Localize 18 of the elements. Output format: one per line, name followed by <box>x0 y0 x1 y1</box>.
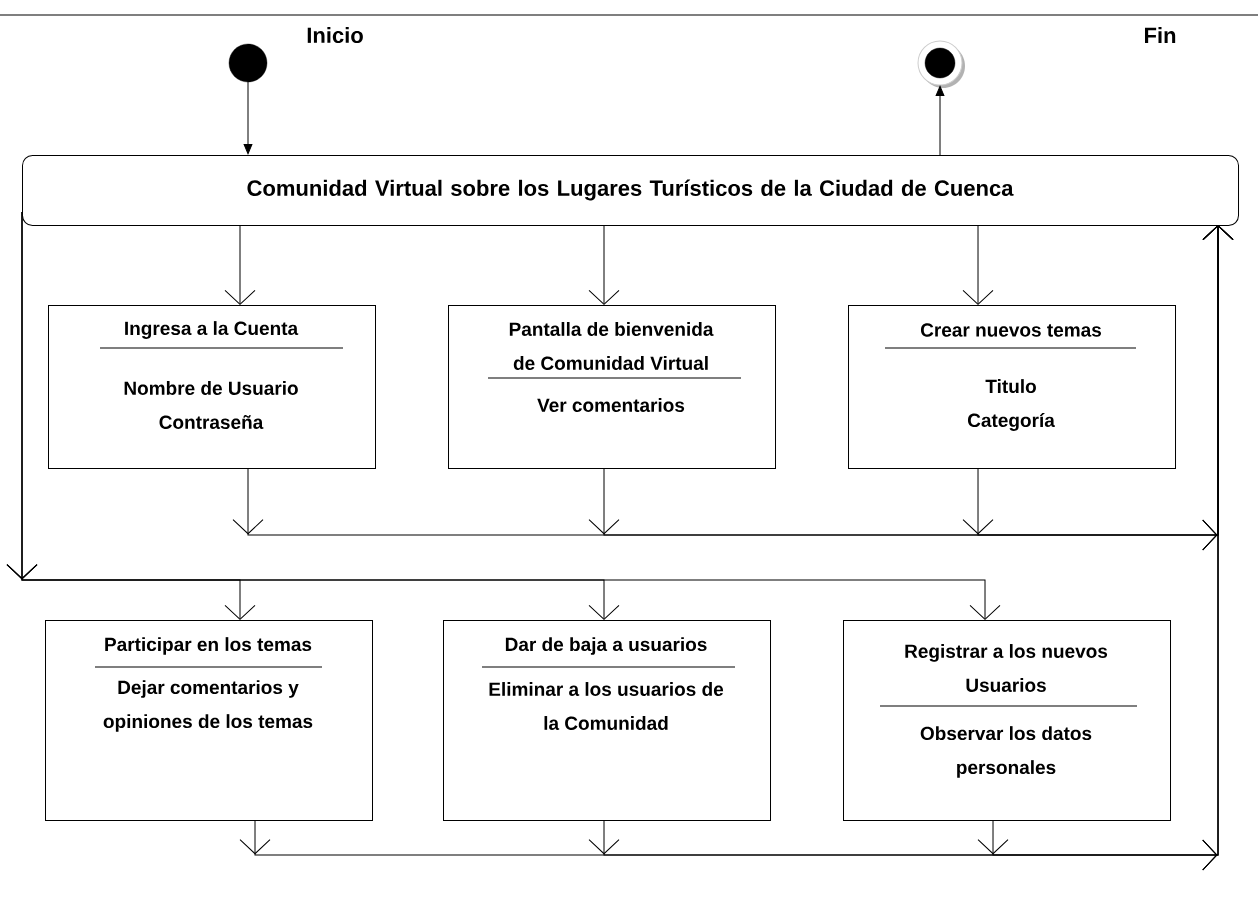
arrow <box>6 211 1001 620</box>
state-box: Dar de baja a usuarios Eliminar a los usuarios de la Comunidad <box>443 620 771 821</box>
state-box: Participar en los temas Dejar comentarios y opiniones de los temas <box>45 620 373 821</box>
state-box: Pantalla de bienvenida de Comunidad Virtual Ver comentarios <box>448 305 776 469</box>
arrow <box>962 224 994 305</box>
start-dot <box>228 43 268 83</box>
state-box: Crear nuevos temas Titulo Categoría <box>848 305 1176 469</box>
arrow <box>588 224 620 305</box>
arrow <box>224 224 256 305</box>
state-label: Fin <box>1145 27 1176 43</box>
state-label: Inicio <box>307 26 363 44</box>
state-box: Ingresa a la Cuenta Nombre de Usuario Contraseña <box>48 305 376 469</box>
arrow <box>243 81 253 155</box>
state-box: Registrar a los nuevos Usuarios Observar los datos personales <box>843 620 1171 821</box>
end-dot <box>917 40 965 88</box>
state-box: Comunidad Virtual sobre los Lugares Turísticos de la Ciudad de Cuenca <box>22 155 1239 226</box>
arrow <box>935 85 945 156</box>
arrow <box>977 225 1234 871</box>
